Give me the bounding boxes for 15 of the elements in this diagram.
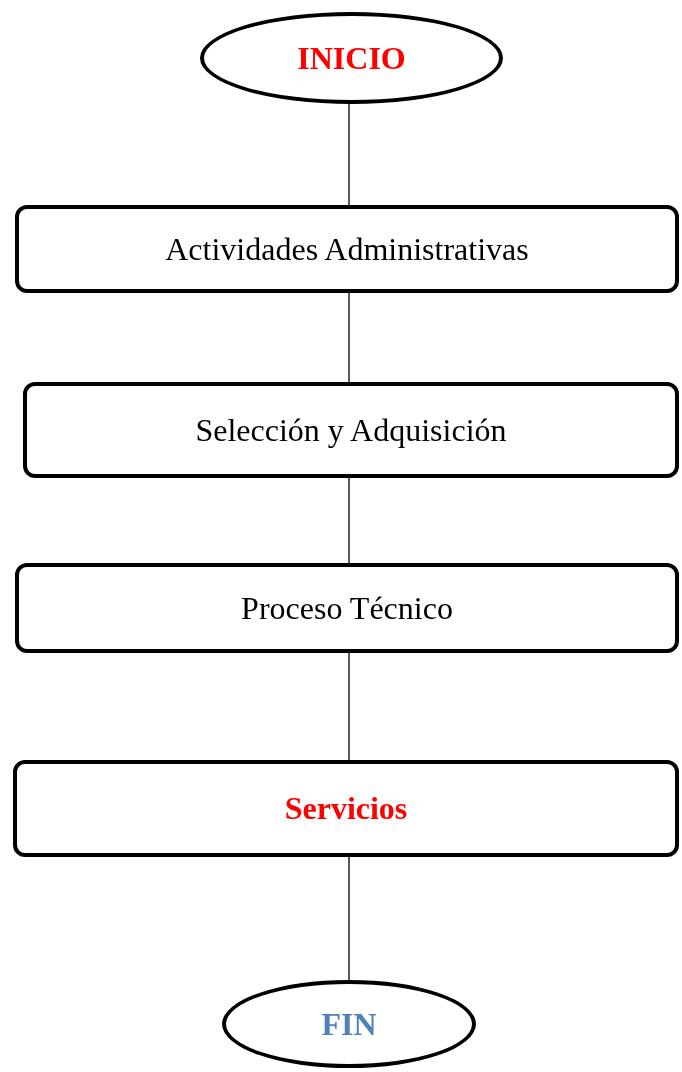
node-label: INICIO <box>297 39 406 77</box>
process-box <box>23 382 679 478</box>
node-label: Selección y Adquisición <box>195 411 507 449</box>
connector-line <box>348 856 350 981</box>
process-box <box>13 760 679 857</box>
node-label: Proceso Técnico <box>241 589 453 627</box>
node-label: FIN <box>321 1005 377 1043</box>
connector-line <box>348 103 350 206</box>
connector-line <box>348 477 350 564</box>
node-label: Actividades Administrativas <box>165 230 529 268</box>
connector-line <box>348 652 350 761</box>
process-box <box>15 205 679 293</box>
node-label: Servicios <box>284 790 408 827</box>
process-box <box>15 563 679 653</box>
connector-line <box>348 292 350 383</box>
